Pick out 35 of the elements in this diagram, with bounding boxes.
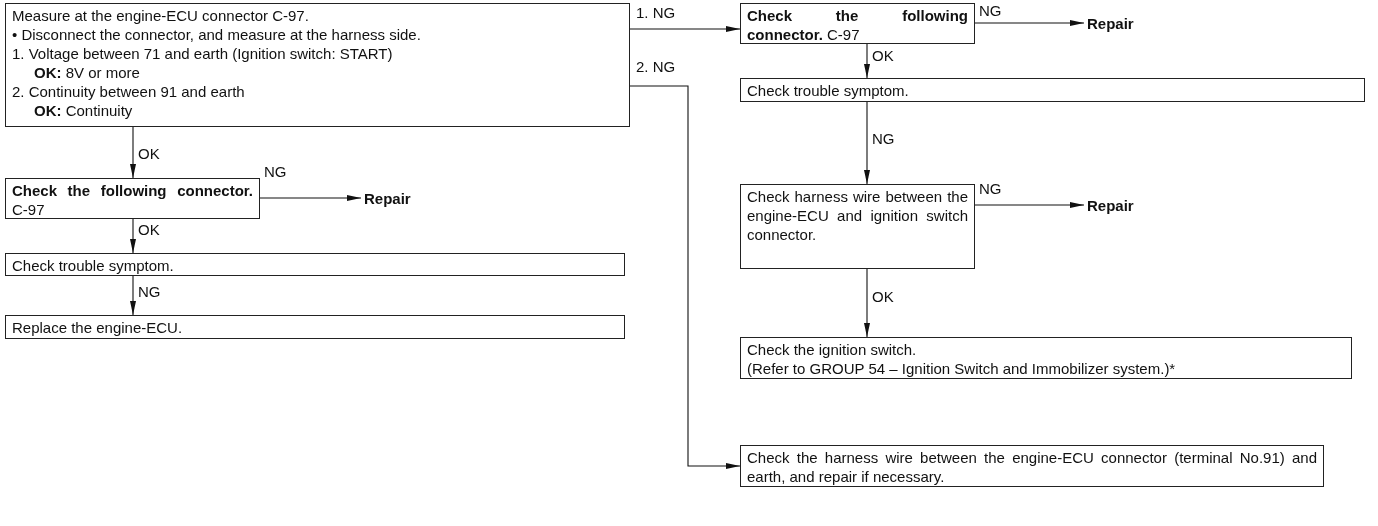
step-text: Measure at the engine-ECU connector C-97.	[12, 6, 310, 25]
step-box	[5, 253, 625, 276]
step-text: • Disconnect the connector, and measure at the harness side.	[12, 25, 422, 44]
arrow	[629, 85, 741, 469]
result-text: Repair	[1087, 196, 1134, 215]
step-text: OK: 8V or more	[33, 63, 141, 82]
step-text: 1. Voltage between 71 and earth (Ignition switch: START)	[12, 44, 394, 63]
step-box	[5, 3, 630, 127]
step-text: 2. Continuity between 91 and earth	[12, 82, 246, 101]
step-box	[740, 337, 1352, 379]
arrow	[974, 20, 1085, 26]
result-text: Repair	[364, 189, 411, 208]
step-box	[5, 315, 625, 339]
arrow	[864, 268, 870, 338]
arrow	[629, 26, 741, 32]
result-text: Repair	[1087, 14, 1134, 33]
step-text: Check the following connector. C-97	[12, 181, 253, 219]
arrow	[864, 43, 870, 79]
step-text: Check the harness wire between the engine-ECU connector (terminal No.91) and earth, and repair if necessary.	[747, 448, 1317, 486]
step-text: Check the following connector. C-97	[747, 6, 968, 44]
arrow	[974, 202, 1085, 208]
step-text: Check harness wire between the engine-ECU and ignition switch connector.	[747, 187, 968, 244]
step-text: Check the ignition switch.	[747, 340, 918, 359]
step-text: Check trouble symptom.	[747, 81, 910, 100]
arrow	[259, 195, 362, 201]
step-box	[740, 78, 1365, 102]
arrow	[130, 218, 136, 254]
step-box	[740, 184, 975, 269]
step-text: Replace the engine-ECU.	[12, 318, 184, 337]
step-text: (Refer to GROUP 54 – Ignition Switch and Immobilizer system.)*	[747, 359, 1177, 378]
step-text: OK: Continuity	[33, 101, 134, 120]
step-text: Check trouble symptom.	[12, 256, 175, 275]
arrow	[864, 101, 870, 185]
arrow	[130, 126, 136, 179]
arrow	[130, 275, 136, 316]
